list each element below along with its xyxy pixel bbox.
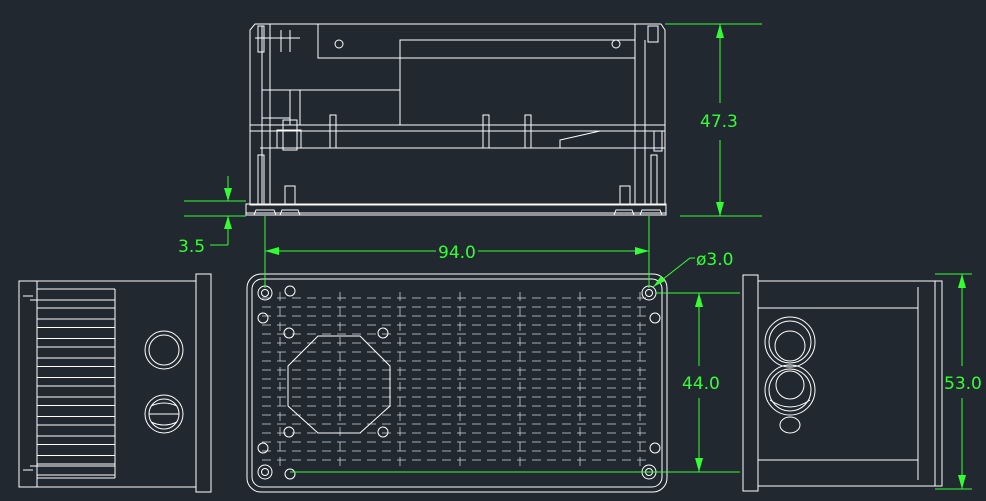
cooling-fin bbox=[36, 424, 116, 437]
cooling-fin bbox=[36, 346, 116, 359]
mounting-hole bbox=[645, 289, 653, 297]
dimension-lines bbox=[184, 23, 972, 490]
cooling-fin bbox=[36, 405, 116, 417]
center-octagon-vent bbox=[287, 335, 391, 434]
cooling-fin bbox=[36, 444, 116, 456]
dim-base-thickness-label: 3.5 bbox=[178, 237, 205, 257]
dimension-labels: 47.3 3.5 94.0 ø3.0 44.0 53.0 bbox=[178, 112, 982, 394]
mounting-hole bbox=[261, 468, 269, 476]
right-side-view bbox=[742, 274, 943, 492]
cooling-fins bbox=[36, 307, 116, 476]
dim-height-label: 47.3 bbox=[700, 112, 738, 132]
screw-hole bbox=[377, 426, 389, 438]
mounting-hole bbox=[261, 289, 269, 297]
dim-hole-spacing-width-label: 44.0 bbox=[682, 374, 720, 394]
dim-overall-width-label: 53.0 bbox=[944, 374, 982, 394]
mounting-hole bbox=[641, 285, 657, 301]
cover-texture bbox=[262, 292, 652, 472]
mounting-hole bbox=[257, 464, 273, 480]
cooling-fin bbox=[36, 307, 116, 320]
left-side-view bbox=[18, 273, 212, 493]
cooling-fin bbox=[36, 463, 116, 476]
front-elevation-view bbox=[245, 23, 667, 216]
screw-hole bbox=[283, 426, 295, 438]
screw-hole bbox=[284, 285, 296, 297]
cooling-fin bbox=[36, 327, 116, 339]
dim-hole-spacing-length-label: 94.0 bbox=[438, 243, 476, 263]
plan-view bbox=[246, 273, 668, 493]
screw-hole bbox=[283, 327, 295, 339]
screw-hole bbox=[649, 312, 661, 324]
screw-hole bbox=[377, 327, 389, 339]
cooling-fin bbox=[36, 385, 116, 398]
screw-hole bbox=[257, 442, 269, 454]
screw-hole bbox=[649, 442, 661, 454]
screw-hole bbox=[284, 468, 296, 480]
screw-hole bbox=[257, 312, 269, 324]
cooling-fin bbox=[36, 366, 116, 378]
dim-hole-diameter-label: ø3.0 bbox=[696, 250, 733, 270]
